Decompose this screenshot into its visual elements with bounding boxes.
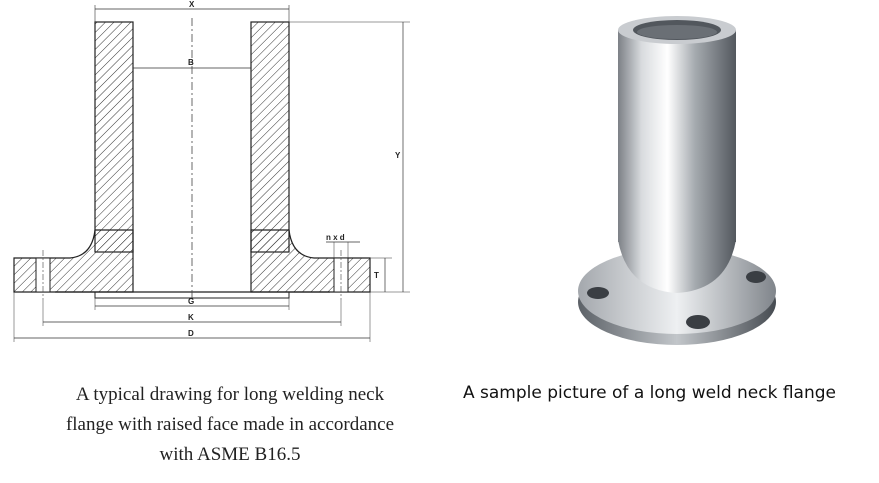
dim-label-y: Y — [395, 151, 401, 160]
drawing-caption: A typical drawing for long welding neck … — [20, 380, 440, 470]
dim-label-x: X — [189, 0, 195, 9]
drawing-caption-line: flange with raised face made in accordan… — [65, 414, 395, 435]
flange-photo — [578, 16, 776, 345]
dim-label-d: D — [188, 329, 194, 338]
hub-right-wall — [250, 21, 290, 253]
dim-label-k: K — [188, 313, 194, 322]
dim-label-b: B — [188, 58, 194, 67]
drawing-caption-line: with ASME B16.5 — [159, 444, 301, 465]
dim-label-g: G — [188, 297, 194, 306]
flange-drawing: X B Y n x d T G K D — [13, 0, 410, 342]
flange-base-left — [13, 229, 134, 293]
hub-left-wall — [94, 21, 134, 253]
dim-label-t: T — [374, 271, 379, 280]
drawing-caption-line: A typical drawing for long welding neck — [75, 384, 385, 405]
photo-caption: A sample picture of a long weld neck fla… — [463, 383, 836, 403]
flange-base-right — [250, 229, 371, 293]
dim-label-nxd: n x d — [326, 233, 345, 242]
